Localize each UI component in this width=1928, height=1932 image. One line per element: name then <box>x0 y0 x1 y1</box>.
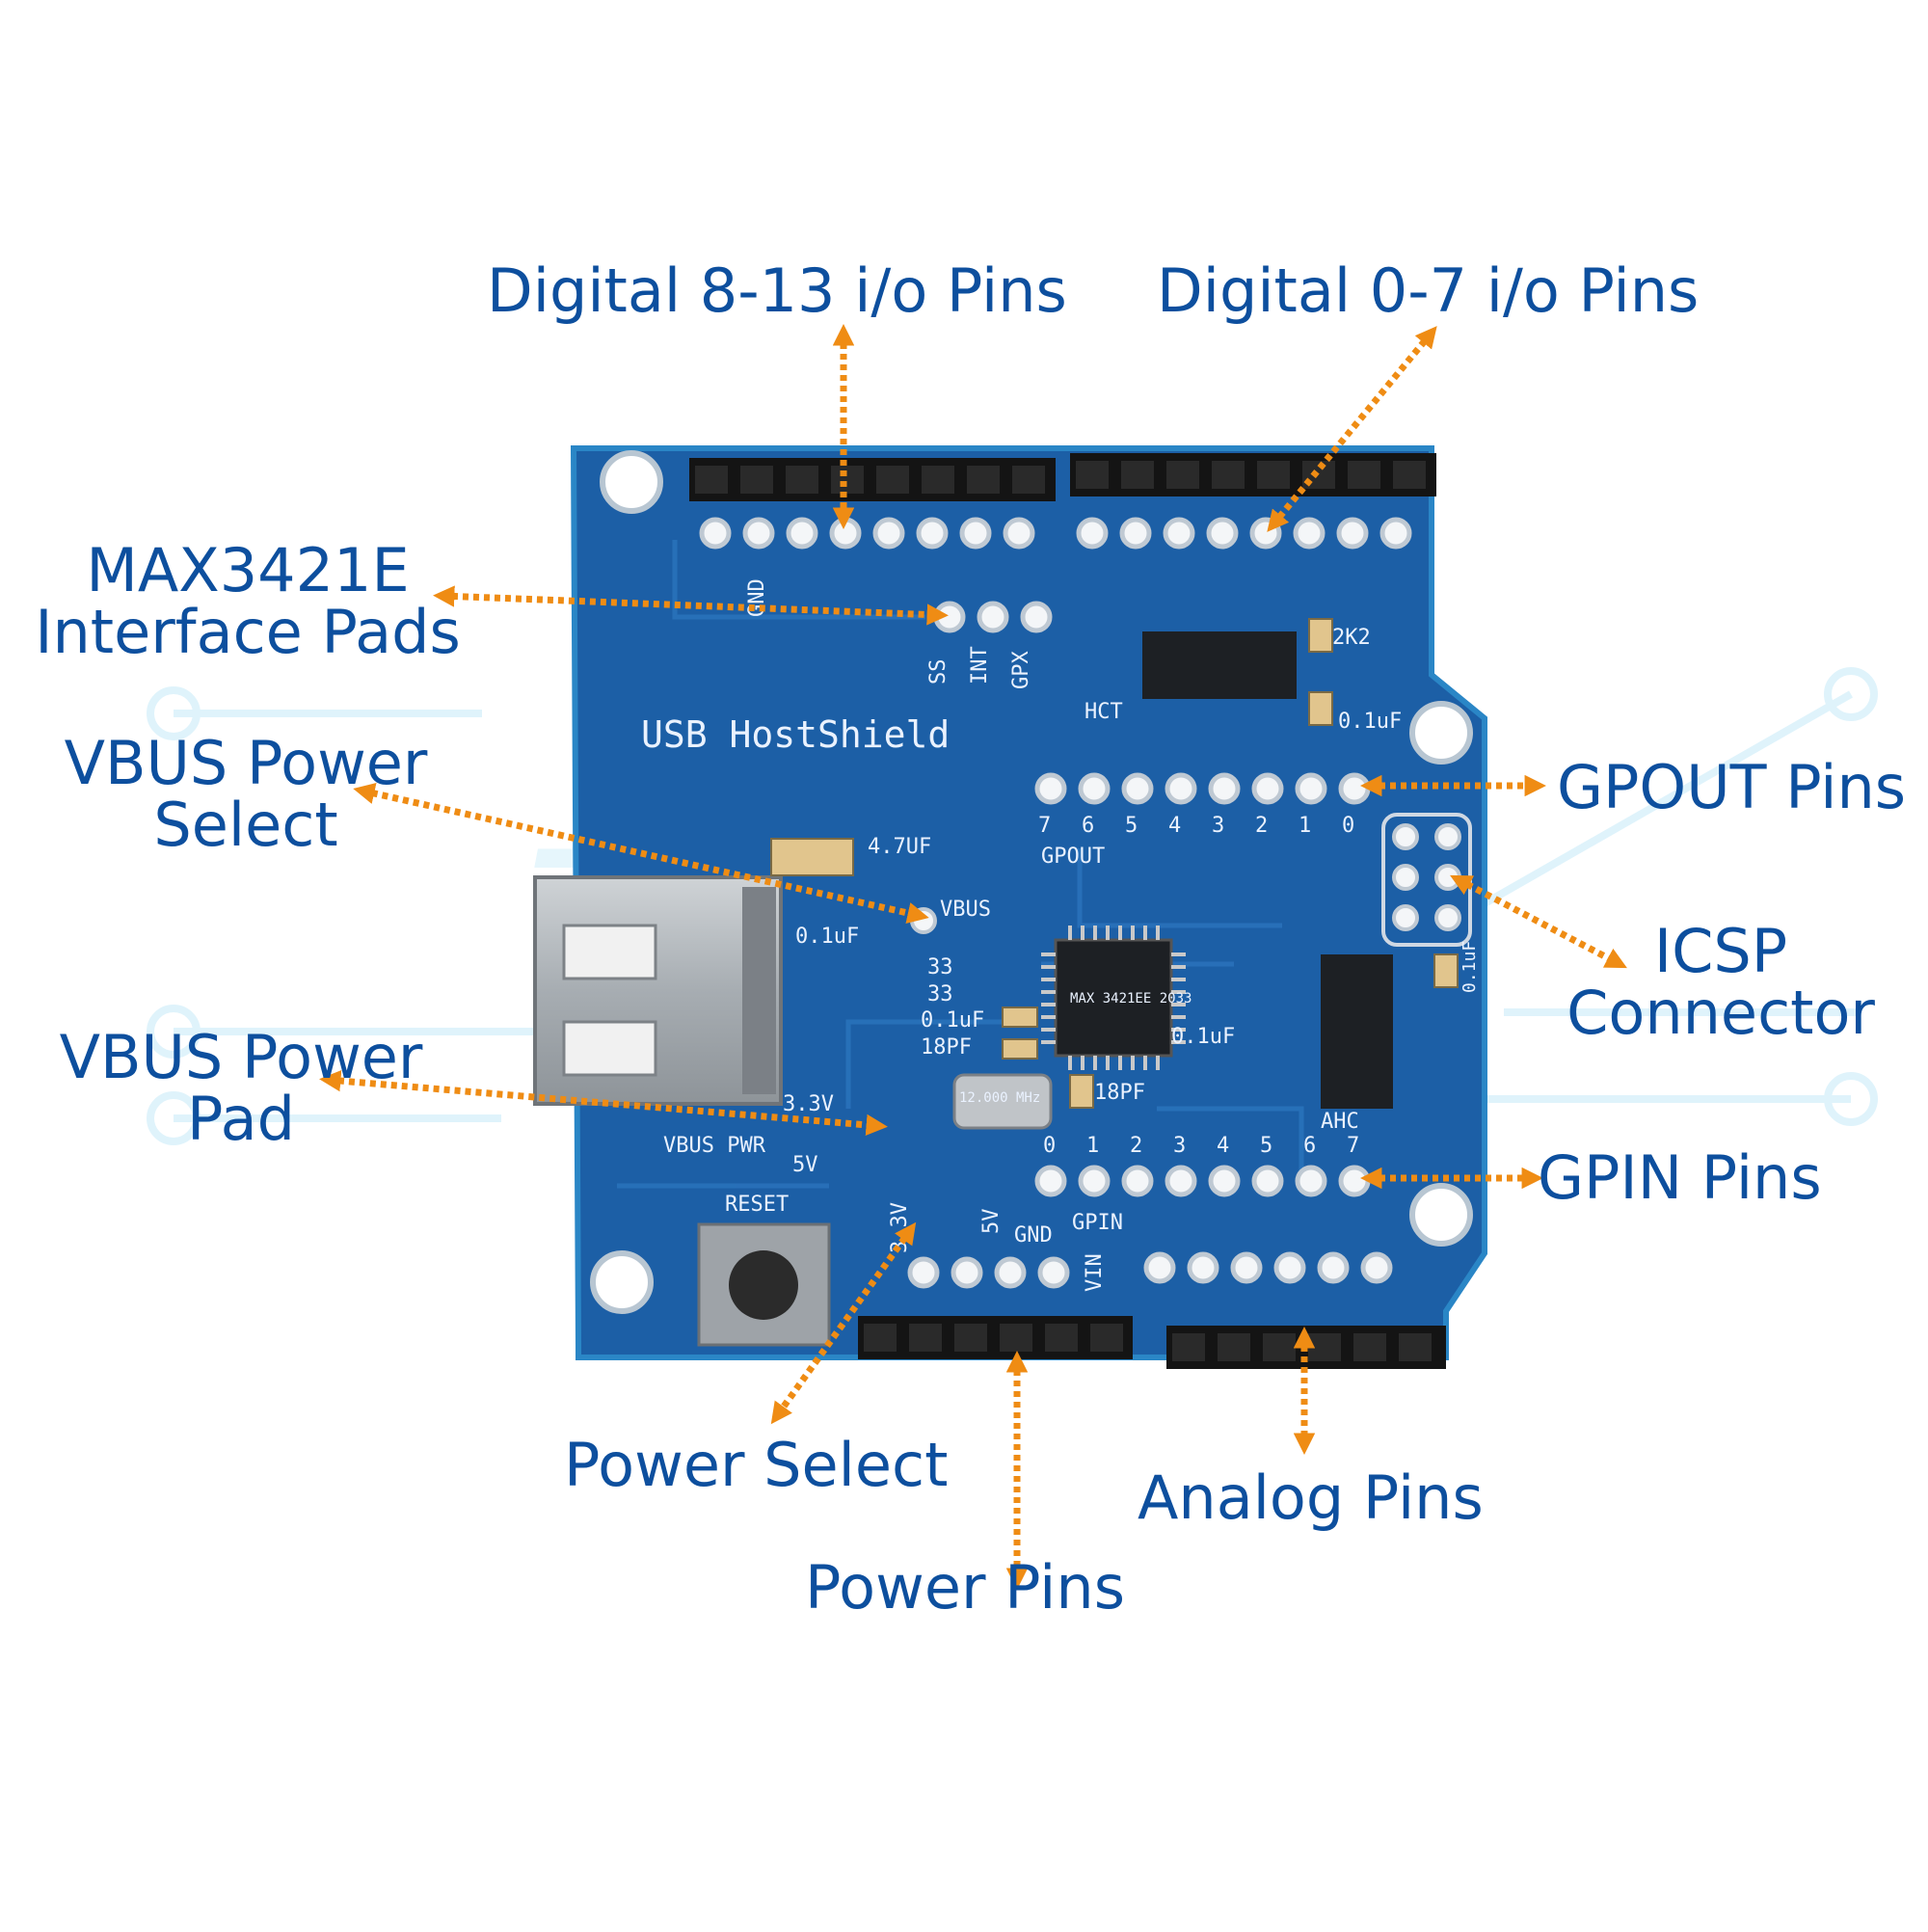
arrow-vbus-pad <box>319 1069 888 1137</box>
silk-r33b: 33 <box>927 982 953 1006</box>
label-analog-pins: Analog Pins <box>1138 1462 1484 1533</box>
silk-gpout-num-7: 7 <box>1038 814 1051 838</box>
label-vbus-select-line1: VBUS Power <box>64 728 428 798</box>
ic-74ahc125 <box>1321 954 1393 1109</box>
icsp-header <box>1381 813 1472 947</box>
silk-gnd-top: GND <box>745 578 769 617</box>
silk-gpout-num-1: 1 <box>1299 814 1311 838</box>
silk-gpout-num-4: 4 <box>1168 814 1181 838</box>
silk-gpout: GPOUT <box>1041 845 1105 869</box>
silk-gpin-num-2: 2 <box>1130 1134 1142 1158</box>
label-vbus-select-line2: Select <box>153 790 338 860</box>
silk-v33-top: 3.3V <box>783 1092 834 1116</box>
label-gpout-pins: GPOUT Pins <box>1557 752 1907 822</box>
label-max3421e-line2: Interface Pads <box>35 597 461 667</box>
label-icsp-line2: Connector <box>1566 978 1875 1048</box>
label-power-select: Power Select <box>564 1430 949 1500</box>
label-vbus-power-pad: VBUS Power Pad <box>48 1027 434 1150</box>
silk-gpout-num-3: 3 <box>1212 814 1224 838</box>
silk-r-2k2: 2K2 <box>1332 626 1371 650</box>
arrow-icsp <box>1450 874 1627 969</box>
silk-gpout-num-6: 6 <box>1082 814 1094 838</box>
silk-cap-01uf-right: 0.1uF <box>1171 1025 1235 1049</box>
label-vbus-pad-line2: Pad <box>187 1084 295 1154</box>
silk-pf18-right: 18PF <box>1094 1081 1145 1105</box>
silk-gpx: GPX <box>1009 651 1033 689</box>
mount-hole <box>600 450 663 514</box>
silk-vin: VIN <box>1083 1253 1107 1292</box>
crystal <box>952 1073 1053 1130</box>
label-power-pins: Power Pins <box>805 1552 1126 1623</box>
silk-gpin-num-4: 4 <box>1217 1134 1229 1158</box>
arrow-power-select <box>770 1221 917 1425</box>
silk-gpin-num-0: 0 <box>1043 1134 1056 1158</box>
silk-chip-main: MAX 3421EE 2033 <box>1070 991 1192 1006</box>
silk-v5-left: 5V <box>792 1153 818 1177</box>
label-icsp-connector: ICSP Connector <box>1542 921 1899 1044</box>
silk-cap-01uf-icsp: 0.1uF <box>1459 941 1480 993</box>
label-vbus-power-select: VBUS Power Select <box>53 733 439 856</box>
silk-cap-01uf-top: 0.1uF <box>1338 710 1402 734</box>
pad-row-gpin <box>1034 1165 1371 1197</box>
label-digital-0-7: Digital 0-7 i/o Pins <box>1157 255 1700 326</box>
pad-row-power <box>907 1256 1070 1289</box>
silk-cap-01uf-left: 0.1uF <box>795 925 859 949</box>
label-max3421e-line1: MAX3421E <box>86 535 410 605</box>
silk-cap-01uf-mid: 0.1uF <box>921 1008 984 1033</box>
silk-gpin-num-1: 1 <box>1086 1134 1099 1158</box>
silk-gnd-bottom: GND <box>1014 1223 1053 1248</box>
silk-int: INT <box>968 646 992 684</box>
mount-hole <box>590 1250 654 1314</box>
label-icsp-line1: ICSP <box>1653 916 1788 986</box>
silk-gpin-num-5: 5 <box>1260 1134 1272 1158</box>
ic-74hct125 <box>1142 631 1297 699</box>
label-max3421e: MAX3421E Interface Pads <box>21 540 474 663</box>
silk-gpout-num-5: 5 <box>1125 814 1138 838</box>
silk-cap-47uf: 4.7UF <box>868 835 931 859</box>
silk-reset: RESET <box>725 1193 789 1217</box>
silk-vbus-pwr: VBUS PWR <box>663 1134 766 1158</box>
silk-gpout-num-2: 2 <box>1255 814 1268 838</box>
pad-row-gpout <box>1034 772 1371 805</box>
silk-title: USB HostShield <box>641 713 950 756</box>
silk-v5-rot: 5V <box>979 1209 1004 1235</box>
reset-button[interactable] <box>697 1222 831 1347</box>
mount-hole <box>1409 701 1473 765</box>
pad-row-analog <box>1143 1251 1393 1284</box>
mount-hole <box>1409 1183 1473 1247</box>
silk-ahc: AHC <box>1321 1110 1359 1134</box>
usb-connector <box>533 875 783 1106</box>
pin-header <box>1070 453 1436 496</box>
silk-r33a: 33 <box>927 955 953 979</box>
silk-vbus: VBUS <box>940 898 991 922</box>
label-vbus-pad-line1: VBUS Power <box>59 1022 423 1092</box>
silk-gpin-num-3: 3 <box>1173 1134 1186 1158</box>
pin-header <box>858 1316 1133 1359</box>
callout-arrows <box>319 324 1627 1590</box>
silk-ss: SS <box>926 659 951 685</box>
pad-row-max3421e-interface <box>933 601 1053 633</box>
max3421e-chip <box>1041 926 1186 1070</box>
pin-header <box>689 458 1056 501</box>
silk-gpin-num-7: 7 <box>1347 1134 1359 1158</box>
silk-gpin: GPIN <box>1072 1211 1123 1235</box>
silk-hct: HCT <box>1084 700 1123 724</box>
label-digital-8-13: Digital 8-13 i/o Pins <box>487 255 1067 326</box>
arrow-vbus-select <box>353 783 929 924</box>
arrow-max3421e <box>433 585 949 626</box>
silk-crystal: 12.000 MHz <box>959 1090 1040 1106</box>
silk-gpin-num-6: 6 <box>1303 1134 1316 1158</box>
label-gpin-pins: GPIN Pins <box>1538 1142 1822 1213</box>
silk-gpout-num-0: 0 <box>1342 814 1354 838</box>
silk-pf18-left: 18PF <box>921 1035 972 1060</box>
